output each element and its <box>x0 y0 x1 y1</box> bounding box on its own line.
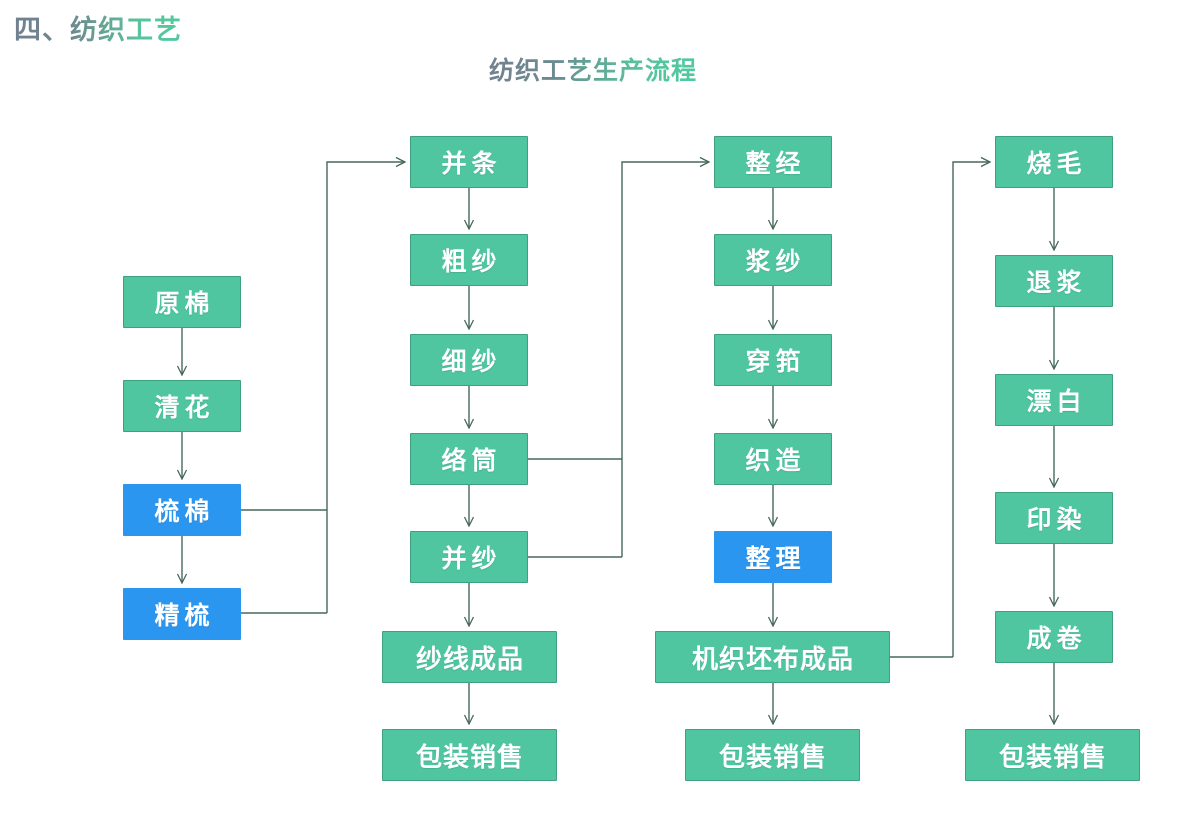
node-jingshu[interactable]: 精梳 <box>123 588 241 640</box>
node-luotong[interactable]: 络筒 <box>410 433 528 485</box>
edge-bus-shaomao <box>952 162 989 657</box>
section-heading: 四、纺织工艺 <box>14 8 182 47</box>
node-shumian[interactable]: 梳棉 <box>123 484 241 536</box>
node-yuanmian[interactable]: 原棉 <box>123 276 241 328</box>
node-zhengli[interactable]: 整理 <box>714 531 832 583</box>
node-jizhi-pibu-chengpin[interactable]: 机织坯布成品 <box>655 631 890 683</box>
edge-bus-bingtiao <box>326 162 404 613</box>
node-baozhuang-xiaoshou-greige[interactable]: 包装销售 <box>685 729 860 781</box>
node-baozhuang-xiaoshou-yarn[interactable]: 包装销售 <box>382 729 557 781</box>
node-shaomao[interactable]: 烧毛 <box>995 136 1113 188</box>
node-jiangsha[interactable]: 浆纱 <box>714 234 832 286</box>
node-baozhuang-xiaoshou-finished[interactable]: 包装销售 <box>965 729 1140 781</box>
node-tuijiang[interactable]: 退浆 <box>995 255 1113 307</box>
page-title: 纺织工艺生产流程 <box>489 51 697 87</box>
node-chuankou[interactable]: 穿筘 <box>714 334 832 386</box>
node-yinran[interactable]: 印染 <box>995 492 1113 544</box>
node-xisha[interactable]: 细纱 <box>410 334 528 386</box>
node-bingsha[interactable]: 并纱 <box>410 531 528 583</box>
node-shaxian-chengpin[interactable]: 纱线成品 <box>382 631 557 683</box>
node-zhengjing[interactable]: 整经 <box>714 136 832 188</box>
node-bingtiao[interactable]: 并条 <box>410 136 528 188</box>
node-piaobai[interactable]: 漂白 <box>995 374 1113 426</box>
node-chengjuan[interactable]: 成卷 <box>995 611 1113 663</box>
node-qinghua[interactable]: 清花 <box>123 380 241 432</box>
node-cusha[interactable]: 粗纱 <box>410 234 528 286</box>
node-zhizao[interactable]: 织造 <box>714 433 832 485</box>
edge-bus-zhengjing <box>621 162 708 557</box>
